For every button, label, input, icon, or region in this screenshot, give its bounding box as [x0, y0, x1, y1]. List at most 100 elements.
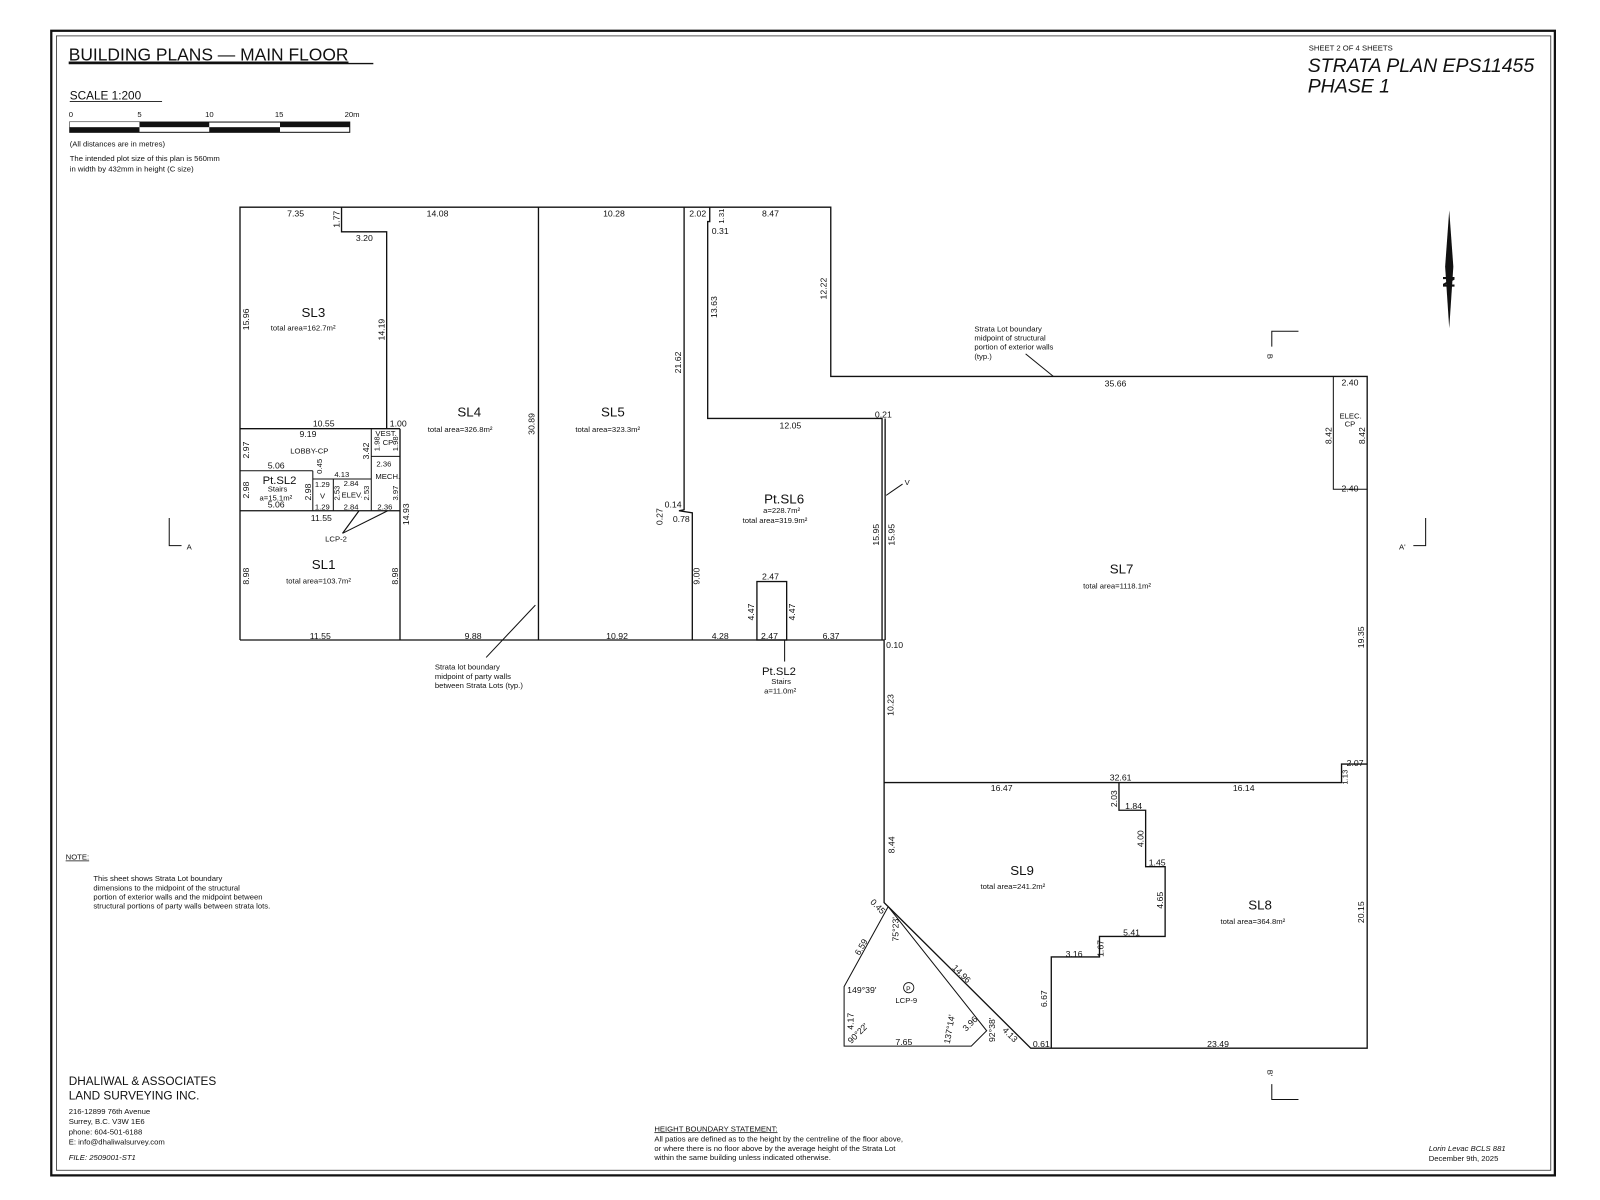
label-height_statement-lines-1: or where there is no floor above by the … [654, 1144, 896, 1153]
label-height_statement-lines-2: within the same building unless indicate… [653, 1153, 831, 1162]
label-header-scale_ticks-3: 15 [275, 110, 284, 119]
label-dims-3: 3.20 [356, 233, 373, 243]
label-dims-56: 15.95 [871, 524, 881, 546]
label-dims-78: 3.16 [1066, 949, 1083, 959]
plan-line [168, 517, 182, 547]
label-dims-16: 4.13 [334, 470, 349, 479]
label-dims-14: 5.06 [268, 461, 285, 471]
label-dims-69: 16.47 [991, 783, 1013, 793]
label-dims-8: 9.19 [299, 429, 316, 439]
plan-line [239, 206, 1368, 1049]
label-dims-35: 10.28 [603, 208, 625, 218]
plan-line [342, 510, 388, 534]
label-dims-63: 8.42 [1357, 427, 1367, 444]
label-header-scale_ticks-1: 5 [137, 110, 141, 119]
label-dims-13: 2.36 [376, 460, 391, 469]
label-firm-email: E: info@dhaliwalsurvey.com [69, 1138, 165, 1147]
label-dims-58: 0.10 [886, 640, 903, 650]
label-dims-48: 9.00 [691, 568, 701, 585]
label-lots-sl1-area: total area=103.7m² [286, 577, 351, 586]
label-dims-44: 0.21 [875, 409, 892, 419]
label-dims-64: 2.40 [1342, 483, 1359, 493]
label-lots-sl2b-stairs: Stairs [771, 677, 791, 686]
label-dims-6: 10.55 [313, 419, 335, 429]
label-dims-82: 20.15 [1356, 901, 1366, 923]
label-dims-4: 15.96 [241, 308, 251, 330]
label-dims-76: 5.41 [1123, 927, 1140, 937]
label-dims-46: 0.27 [655, 508, 665, 525]
label-dims-95: 4.13 [1001, 1025, 1020, 1044]
label-dims-45: 0.14 [665, 500, 682, 510]
label-lots-sl2a-stairs: Stairs [268, 484, 288, 493]
label-lots-sl9-name: SL9 [1010, 863, 1034, 878]
label-dims-34: 30.89 [526, 413, 536, 435]
label-dims-74: 1.45 [1149, 858, 1166, 868]
label-dims-21: 2.53 [332, 486, 341, 501]
label-dims-47: 0.78 [673, 514, 690, 524]
signature-block: Lorin Levac BCLS 881 December 9th, 2025 [1429, 1144, 1506, 1163]
label-lots-sl2b-name: Pt.SL2 [762, 666, 796, 678]
label-dims-38: 1.31 [717, 209, 726, 224]
label-dims-20: 1.29 [315, 480, 330, 489]
label-dims-50: 4.28 [712, 631, 729, 641]
label-dims-0: 7.35 [287, 208, 304, 218]
plan-line [1445, 210, 1454, 329]
label-note-heading: NOTE: [66, 852, 89, 861]
label-dims-23: 3.97 [391, 486, 400, 501]
surveyor-firm-block: DHALIWAL & ASSOCIATES LAND SURVEYING INC… [69, 1075, 217, 1162]
label-lots-sl5-name: SL5 [601, 404, 625, 419]
label-dims-37: 2.02 [689, 208, 706, 218]
label-dims-32: 11.55 [310, 631, 331, 641]
label-dims-42: 12.22 [819, 278, 829, 300]
label-firm-addr2: Surrey, B.C. V3W 1E6 [69, 1117, 145, 1126]
label-rooms-lobby: LOBBY-CP [290, 446, 328, 455]
label-rooms-lcp9: LCP-9 [895, 996, 917, 1005]
scale-label: SCALE 1:200 [70, 89, 142, 102]
label-signature-date: December 9th, 2025 [1429, 1154, 1499, 1163]
label-north_arrow-label: N [1439, 276, 1457, 288]
building-outline [239, 206, 1368, 1049]
label-dims-67: 1.13 [1341, 770, 1350, 785]
label-firm-phone: phone: 604-501-6188 [69, 1127, 143, 1136]
label-annotations-secB2: B' [1266, 1070, 1275, 1077]
label-dims-91: 7.65 [895, 1037, 912, 1047]
plan-line [1050, 782, 1166, 1049]
label-dims-53: 4.47 [787, 603, 797, 620]
label-dims-26: 2.84 [344, 503, 360, 512]
label-lots-sl9-area: total area=241.2m² [981, 882, 1046, 891]
plan-line [707, 207, 883, 640]
label-dims-25: 1.29 [315, 503, 330, 512]
label-dims-55: 6.37 [823, 631, 840, 641]
label-dims-9: 2.97 [241, 441, 251, 458]
label-lots-sl4-area: total area=326.8m² [428, 425, 493, 434]
label-lots-sl2a-name: Pt.SL2 [263, 475, 297, 487]
label-dims-77: 1.67 [1096, 940, 1106, 957]
plan-line [678, 207, 693, 640]
label-dims-59: 10.23 [885, 694, 895, 716]
plan-line [1413, 517, 1427, 547]
label-lots-sl8-area: total area=364.8m² [1221, 917, 1286, 926]
label-dims-73: 4.00 [1136, 830, 1146, 847]
label-dims-18: 2.98 [241, 481, 251, 498]
label-firm-name1: DHALIWAL & ASSOCIATES [69, 1075, 217, 1088]
label-dims-70: 16.14 [1233, 783, 1255, 793]
label-dims-11: 1.98 [372, 436, 381, 451]
label-annotations-party2: midpoint of party walls [435, 672, 511, 681]
label-annotations-secB: B [1266, 354, 1275, 359]
plan-line [340, 207, 388, 429]
label-header-scale_ticks-4: 20m [345, 110, 360, 119]
label-dims-65: 19.35 [1356, 626, 1366, 648]
lot-sl9: SL9 total area=241.2m² [981, 863, 1046, 891]
label-dims-10: 3.42 [361, 442, 371, 459]
label-dims-71: 2.03 [1109, 790, 1119, 807]
plan-line [1271, 1084, 1299, 1100]
label-firm-name2: LAND SURVEYING INC. [69, 1089, 200, 1102]
label-lots-sl6-a: a=228.7m² [763, 506, 800, 515]
label-dims-93: 3.96 [960, 1014, 979, 1033]
plan-line [756, 580, 788, 641]
plan-line [1271, 330, 1299, 347]
height-boundary-statement: HEIGHT BOUNDARY STATEMENT: All patios ar… [653, 1124, 903, 1162]
label-annotations-party3: between Strata Lots (typ.) [435, 681, 523, 690]
